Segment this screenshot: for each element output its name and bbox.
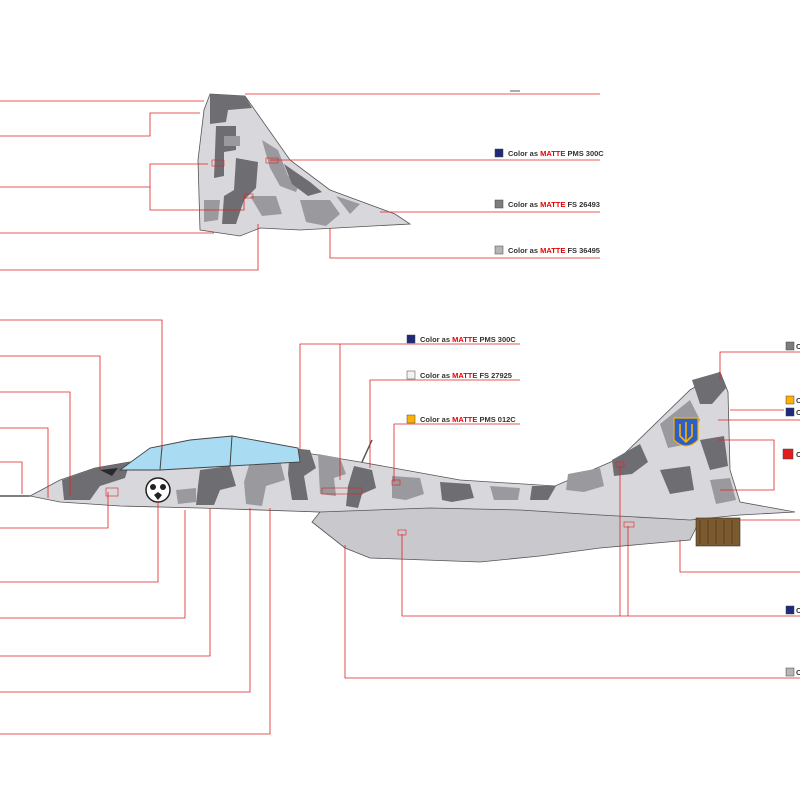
right-legend-item: C [785, 407, 800, 417]
svg-text:Color as MATTE PMS 012C: Color as MATTE PMS 012C [420, 415, 516, 424]
tail-legend: Color as MATTE PMS 300C Color as MATTE F… [494, 148, 604, 255]
svg-text:C: C [796, 450, 800, 459]
right-legend-item: C [782, 448, 800, 460]
svg-text:Color as MATTE FS 36495: Color as MATTE FS 36495 [508, 246, 600, 255]
svg-text:Color as MATTE FS 27925: Color as MATTE FS 27925 [420, 371, 512, 380]
right-legend: C C C C C C [782, 341, 800, 677]
svg-text:Color as MATTE PMS 300C: Color as MATTE PMS 300C [420, 335, 516, 344]
svg-text:Color as MATTE FS 26493: Color as MATTE FS 26493 [508, 200, 600, 209]
side-legend-item: Color as MATTE FS 27925 [406, 370, 512, 380]
svg-text:C: C [796, 408, 800, 417]
tail-camo-pattern [204, 94, 360, 226]
side-callout-lines [0, 319, 800, 735]
tail-callout-lines [0, 90, 600, 271]
svg-text:C: C [796, 668, 800, 677]
tail-fin-illustration [197, 93, 412, 237]
tail-legend-item: Color as MATTE FS 36495 [494, 245, 600, 255]
right-legend-item: C [785, 605, 800, 615]
svg-text:C: C [796, 342, 800, 351]
canopy [118, 435, 301, 471]
side-legend: Color as MATTE PMS 300C Color as MATTE F… [406, 334, 516, 424]
aircraft-side-view [0, 371, 796, 563]
fuselage-camo-pattern [62, 372, 736, 508]
skull-emblem [145, 477, 171, 503]
trident-roundel [673, 417, 699, 447]
side-legend-item: Color as MATTE PMS 300C [406, 334, 516, 344]
tail-legend-item: Color as MATTE FS 26493 [494, 199, 600, 209]
svg-text:C: C [796, 396, 800, 405]
svg-text:C: C [796, 606, 800, 615]
svg-text:Color as MATTE PMS 300C: Color as MATTE PMS 300C [508, 149, 604, 158]
right-legend-item: C [785, 341, 800, 351]
side-legend-item: Color as MATTE PMS 012C [406, 414, 516, 424]
tail-legend-item: Color as MATTE PMS 300C [494, 148, 604, 158]
right-legend-item: C [785, 667, 800, 677]
right-legend-item: C [785, 395, 800, 405]
engine-nozzle [695, 517, 741, 547]
